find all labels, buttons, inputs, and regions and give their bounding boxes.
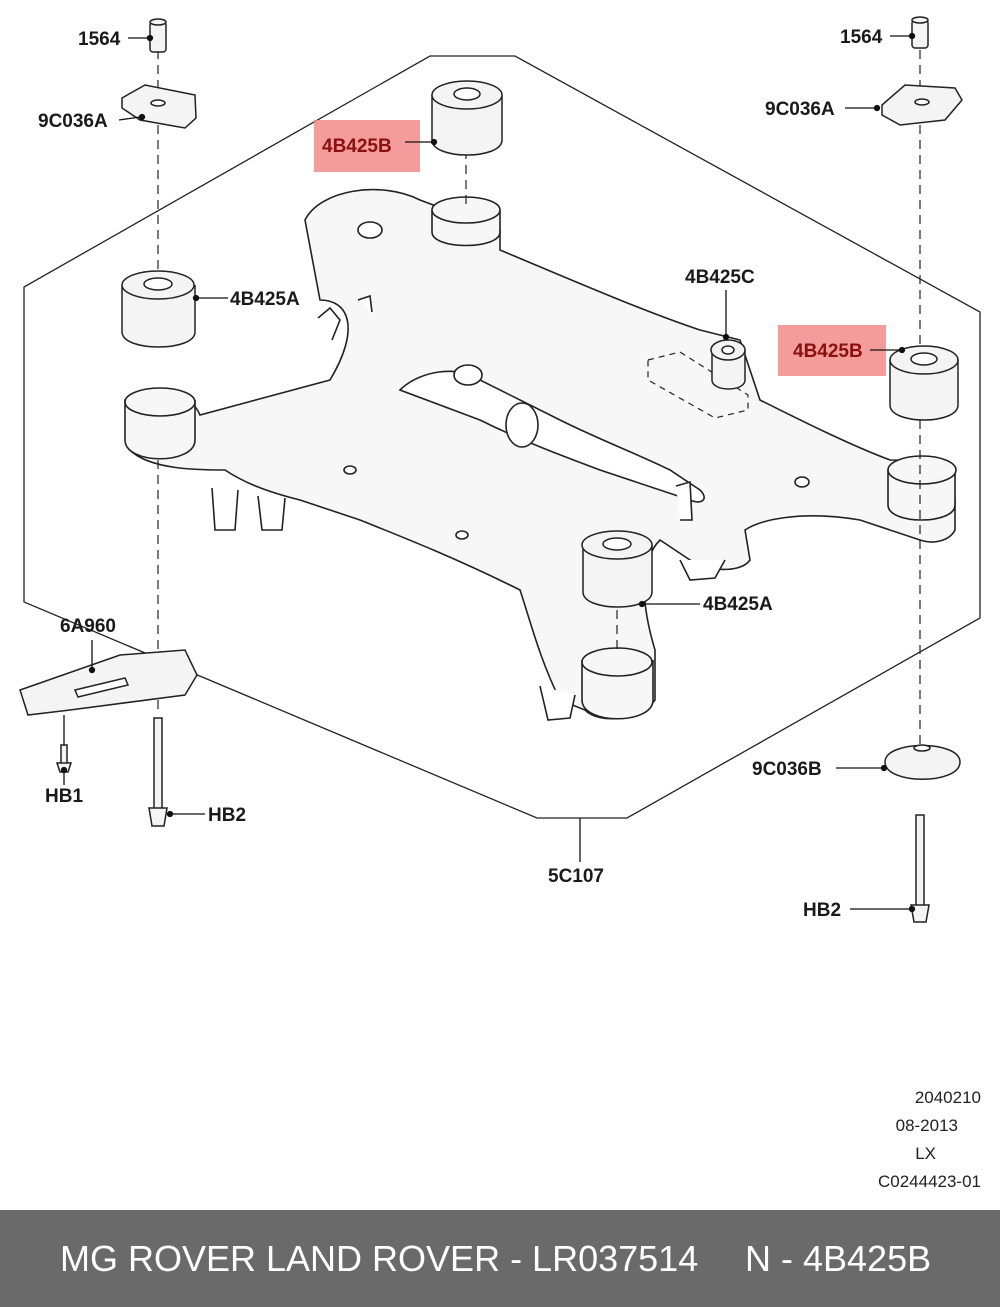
label-5c107: 5C107 [548,866,604,887]
label-4b425b-top: 4B425B [322,136,392,157]
assembly-boundary [23,55,981,819]
footer-part-number: MG ROVER LAND ROVER - LR037514 [60,1237,699,1279]
label-6a960: 6A960 [60,616,116,637]
bolt-hb2-left [148,717,168,827]
label-4b425b-right: 4B425B [793,341,863,362]
label-hb2-left: HB2 [208,805,246,826]
washer-9c036b [884,744,961,780]
subframe-body [124,188,957,721]
bushing-4b425b-top [431,80,503,156]
bushing-4b425c [710,339,746,390]
highlight-4b425b-right [778,325,886,376]
pin-1564-left [149,18,167,53]
label-4b425a-bottom: 4B425A [703,594,773,615]
label-1564-left: 1564 [78,29,121,50]
label-hb2-right: HB2 [803,900,841,921]
label-1564-right: 1564 [840,27,883,48]
meta-date: 08-2013 [895,1116,958,1135]
meta-code: 2040210 [914,1088,981,1107]
bushing-4b425a-left [121,270,196,348]
bushing-4b425b-right [889,345,959,421]
label-9c036a-left: 9C036A [38,111,108,132]
label-hb1: HB1 [45,786,83,807]
label-4b425c: 4B425C [685,267,755,288]
bushing-4b425a-bottom [581,530,653,608]
meta-model: LX [915,1144,936,1163]
meta-illustration-id: C0244423-01 [877,1172,981,1191]
footer-position-code: N - 4B425B [745,1237,932,1279]
footer-bar: MG ROVER LAND ROVER - LR037514 N - 4B425… [0,1210,1000,1307]
subframe-exploded-diagram: 1564 9C036A 4B425B 4B425A 4B425C 4B425B … [19,16,981,923]
label-9c036b: 9C036B [752,759,822,780]
label-9c036a-right: 9C036A [765,99,835,120]
highlight-4b425b-top [314,120,420,172]
label-4b425a-left: 4B425A [230,289,300,310]
pin-1564-right [911,16,929,49]
bolt-hb2-right [910,814,930,923]
callout-labels: 1564 9C036A 4B425B 4B425A 4B425C 4B425B … [38,27,883,921]
